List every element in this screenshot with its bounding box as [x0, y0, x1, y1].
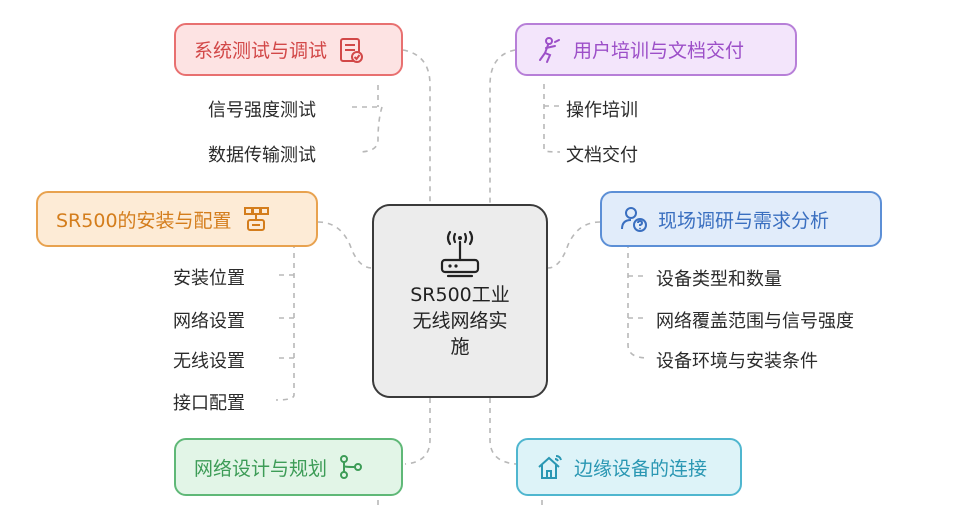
leaf-data-transfer-test: 数据传输测试 — [208, 145, 316, 166]
leaf-interface-config: 接口配置 — [173, 393, 245, 414]
leaf-operation-training: 操作培训 — [566, 100, 638, 121]
flow-path-icon — [337, 453, 365, 481]
branch-edge-devices[interactable]: 边缘设备的连接 — [516, 438, 742, 496]
leaf-device-types: 设备类型和数量 — [656, 269, 782, 290]
person-training-icon — [535, 36, 563, 64]
branch-network-design-label: 网络设计与规划 — [194, 457, 328, 480]
branch-network-design[interactable]: 网络设计与规划 — [174, 438, 403, 496]
branch-user-training[interactable]: 用户培训与文档交付 — [515, 23, 797, 76]
central-topic-title: SR500工业 无线网络实 施 — [410, 284, 510, 358]
branch-installation-config-label: SR500的安装与配置 — [56, 209, 232, 232]
network-config-icon — [242, 205, 270, 233]
smart-home-icon — [536, 453, 564, 481]
branch-user-training-label: 用户培训与文档交付 — [573, 40, 745, 62]
user-question-icon — [620, 205, 648, 233]
leaf-wireless-settings: 无线设置 — [173, 351, 245, 372]
branch-system-testing-label: 系统测试与调试 — [194, 40, 328, 62]
branch-site-survey[interactable]: 现场调研与需求分析 — [600, 191, 882, 247]
leaf-signal-strength-test: 信号强度测试 — [208, 100, 316, 121]
leaf-document-delivery: 文档交付 — [566, 145, 638, 166]
leaf-environment-conditions: 设备环境与安装条件 — [656, 351, 818, 372]
branch-edge-devices-label: 边缘设备的连接 — [574, 457, 708, 480]
central-topic-node: SR500工业 无线网络实 施 — [372, 204, 548, 398]
checklist-icon — [337, 36, 365, 64]
leaf-coverage-signal: 网络覆盖范围与信号强度 — [656, 311, 854, 332]
branch-installation-config[interactable]: SR500的安装与配置 — [36, 191, 318, 247]
leaf-network-settings: 网络设置 — [173, 311, 245, 332]
branch-system-testing[interactable]: 系统测试与调试 — [174, 23, 403, 76]
wifi-router-icon — [436, 228, 484, 278]
branch-site-survey-label: 现场调研与需求分析 — [658, 209, 830, 232]
leaf-install-location: 安装位置 — [173, 268, 245, 289]
